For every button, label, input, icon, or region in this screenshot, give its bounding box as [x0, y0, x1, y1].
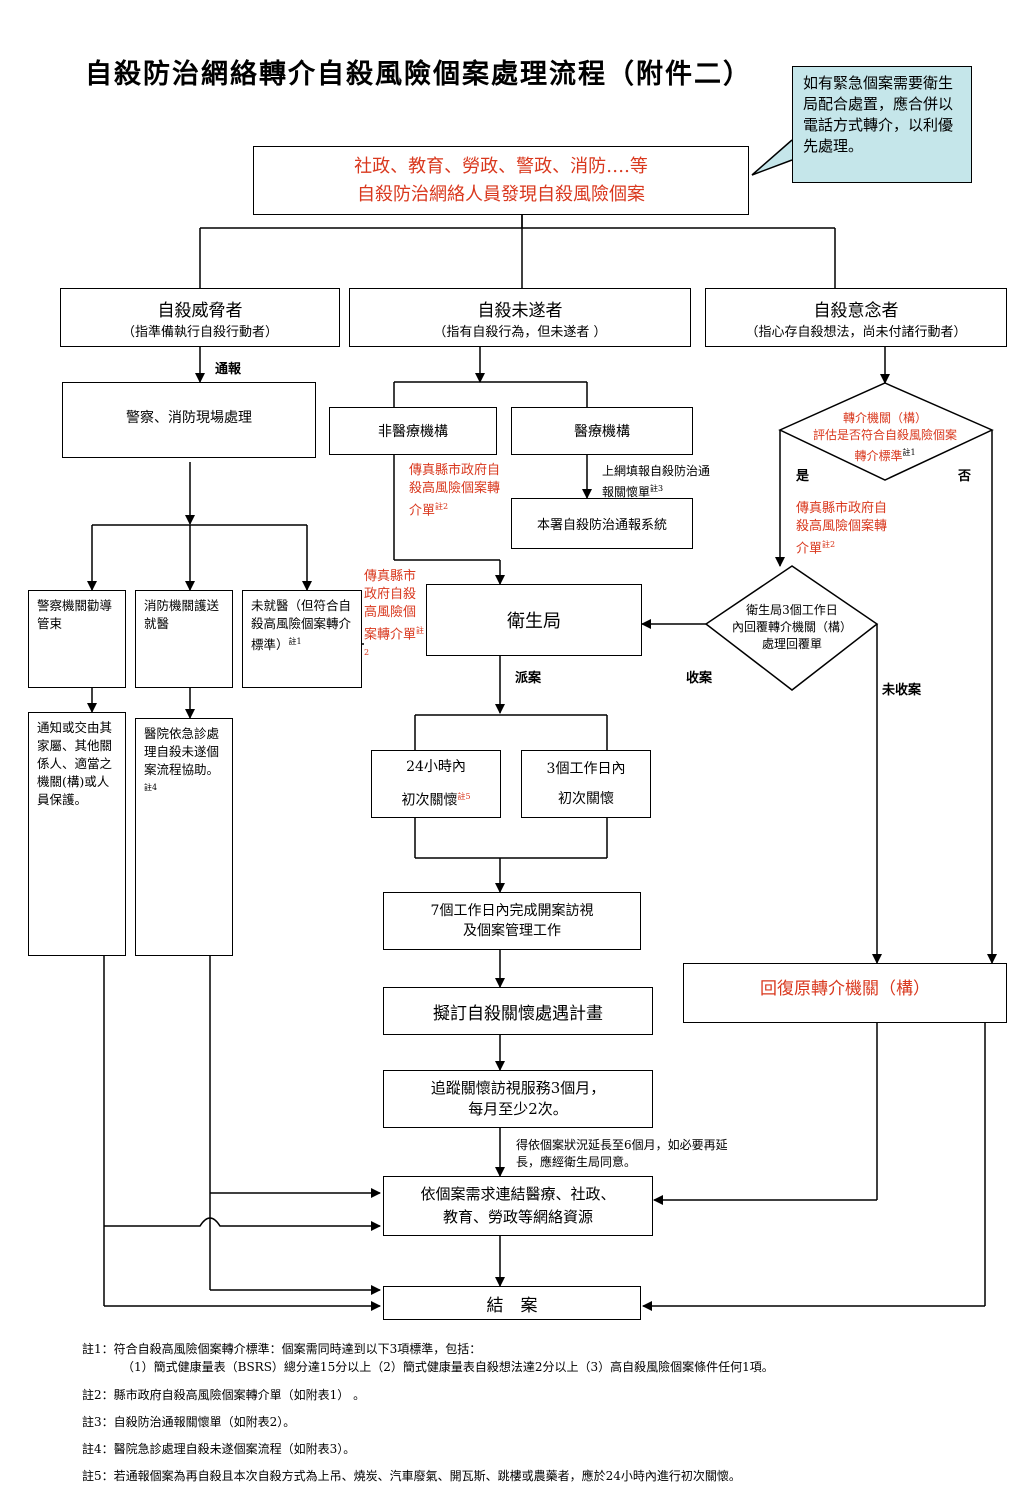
fax-right-text: 傳真縣市政府自殺高風險個案轉介單 — [796, 501, 888, 557]
medical-text: 醫療機構 — [574, 424, 630, 440]
diamond-eval-line-3: 轉介標準 — [854, 449, 903, 463]
label-report: 通報 — [215, 362, 242, 377]
police-fire-box: 警察、消防現場處理 — [62, 382, 316, 458]
system-box: 本署自殺防治通報系統 — [511, 498, 693, 549]
non-medical-box: 非醫療機構 — [329, 407, 497, 455]
diamond-eval-mark: 註1 — [902, 448, 916, 457]
callout-text: 如有緊急個案需要衛生局配合處置，應合併以電話方式轉介，以利優先處理。 — [803, 74, 954, 155]
diamond-eval-text: 轉介機關（構） 評估是否符合自殺風險個案 轉介標準註1 — [790, 410, 980, 465]
hospital-text: 醫院依急診處理自殺未遂個案流程協助。 — [144, 726, 220, 777]
category-ideation: 自殺意念者 （指心存自殺想法，尚未付諸行動者） — [705, 288, 1007, 347]
resources-line-2: 教育、勞政等網絡資源 — [442, 1208, 593, 1226]
footnote-1-detail: （1）簡式健康量表（BSRS）總分達15分以上（2）簡式健康量表自殺想法達2分以… — [122, 1360, 774, 1374]
label-no: 否 — [958, 469, 972, 484]
online-report-note: 上網填報自殺防治通報關懷單註3 — [602, 462, 712, 501]
care-24h-line-2: 初次關懷 — [401, 792, 458, 809]
fax-left-note: 傳真縣市政府自殺高風險個案轉介單註2 — [409, 462, 507, 520]
care-24h-mark: 註5 — [457, 792, 471, 802]
online-report-mark: 註3 — [650, 484, 664, 493]
category-attempt: 自殺未遂者 （指有自殺行為，但未遂者 ） — [349, 288, 691, 347]
reply-origin-box: 回復原轉介機關（構） — [683, 963, 1007, 1023]
care-3day-line-2: 初次關懷 — [558, 791, 614, 807]
tracking-line-1: 追蹤關懷訪視服務3個月， — [430, 1079, 606, 1097]
extend-note-text: 得依個案狀況延長至6個月，如必要再延長，應經衛生局同意。 — [516, 1138, 728, 1169]
police-guide-text: 警察機關勸導管束 — [37, 598, 113, 631]
not-treated-mark: 註1 — [288, 637, 302, 646]
category-ideation-title: 自殺意念者 — [813, 300, 899, 321]
diamond-reply-line-2: 內回覆轉介機關（構） — [731, 620, 852, 634]
visit-7day-box: 7個工作日內完成開案訪視及個案管理工作 — [383, 892, 641, 950]
fax-mid-mark: 註2 — [364, 626, 425, 658]
diamond-eval-line-2: 評估是否符合自殺風險個案 — [812, 428, 957, 442]
resources-line-1: 依個案需求連結醫療、社政、 — [420, 1185, 616, 1203]
care-24h-box: 24小時內 初次關懷註5 — [371, 750, 501, 818]
medical-box: 醫療機構 — [511, 407, 693, 455]
category-ideation-sub: （指心存自殺想法，尚未付諸行動者） — [745, 324, 967, 340]
label-yes: 是 — [796, 469, 810, 484]
not-treated-text: 未就醫（但符合自殺高風險個案轉介標準） — [251, 598, 352, 653]
care-24h-line-1: 24小時內 — [406, 759, 466, 776]
tracking-line-2: 每月至少2次。 — [468, 1100, 568, 1118]
label-accept: 收案 — [686, 671, 713, 686]
system-text: 本署自殺防治通報系統 — [536, 518, 667, 533]
footnote-4: 註4：醫院急診處理自殺未遂個案流程（如附表3）。 — [82, 1442, 356, 1456]
visit-7day-text: 7個工作日內完成開案訪視及個案管理工作 — [430, 903, 594, 939]
fax-mid-note: 傳真縣市政府自殺高風險個案轉介單註2 — [364, 568, 426, 667]
resources-box: 依個案需求連結醫療、社政、 教育、勞政等網絡資源 — [383, 1176, 653, 1236]
extend-note: 得依個案狀況延長至6個月，如必要再延長，應經衛生局同意。 — [516, 1137, 746, 1171]
online-report-text: 上網填報自殺防治通報關懷單 — [602, 464, 711, 499]
fire-escort-text: 消防機關護送就醫 — [144, 598, 220, 631]
top-line-2: 自殺防治網絡人員發現自殺風險個案 — [357, 183, 645, 205]
category-attempt-title: 自殺未遂者 — [477, 300, 563, 321]
category-threat: 自殺威脅者 （指準備執行自殺行動者） — [60, 288, 340, 347]
fax-right-note: 傳真縣市政府自殺高風險個案轉介單註2 — [796, 500, 888, 558]
not-treated-box: 未就醫（但符合自殺高風險個案轉介標準）註1 — [242, 590, 362, 688]
diamond-reply-line-1: 衛生局3個工作日 — [746, 603, 838, 617]
page-title: 自殺防治網絡轉介自殺風險個案處理流程（附件二） — [85, 59, 752, 90]
fire-escort-box: 消防機關護送就醫 — [135, 590, 233, 688]
diamond-eval-line-1: 轉介機關（構） — [842, 411, 927, 425]
hospital-box: 醫院依急診處理自殺未遂個案流程協助。註4 — [135, 718, 233, 956]
diamond-reply-line-3: 處理回覆單 — [761, 637, 822, 651]
fax-left-mark: 註2 — [435, 502, 449, 511]
care-3day-line-1: 3個工作日內 — [546, 761, 626, 777]
care-plan-text: 擬訂自殺關懷處遇計畫 — [433, 1003, 603, 1024]
police-guide-box: 警察機關勸導管束 — [28, 590, 126, 688]
tracking-box: 追蹤關懷訪視服務3個月， 每月至少2次。 — [383, 1070, 653, 1128]
top-line-1: 社政、教育、勞政、警政、消防….等 — [354, 155, 648, 177]
notify-family-box: 通知或交由其家屬、其他關係人、適當之機關(構)或人員保護。 — [28, 712, 126, 956]
non-medical-text: 非醫療機構 — [378, 424, 448, 440]
close-case-box: 結 案 — [383, 1286, 641, 1320]
health-bureau-box: 衛生局 — [426, 584, 642, 656]
top-discovery-box: 社政、教育、勞政、警政、消防….等 自殺防治網絡人員發現自殺風險個案 — [253, 146, 749, 215]
category-threat-title: 自殺威脅者 — [157, 300, 243, 321]
fax-right-mark: 註2 — [822, 540, 836, 549]
fax-left-text: 傳真縣市政府自殺高風險個案轉介單 — [409, 463, 501, 519]
label-dispatch: 派案 — [515, 671, 542, 686]
care-plan-box: 擬訂自殺關懷處遇計畫 — [383, 987, 653, 1035]
fax-mid-text: 傳真縣市政府自殺高風險個案轉介單 — [364, 569, 417, 643]
hospital-mark: 註4 — [144, 783, 158, 792]
care-3day-box: 3個工作日內 初次關懷 — [521, 750, 651, 818]
callout-note: 如有緊急個案需要衛生局配合處置，應合併以電話方式轉介，以利優先處理。 — [792, 66, 972, 183]
police-fire-text: 警察、消防現場處理 — [126, 410, 252, 426]
notify-family-text: 通知或交由其家屬、其他關係人、適當之機關(構)或人員保護。 — [37, 720, 113, 807]
footnote-2: 註2：縣市政府自殺高風險個案轉介單（如附表1） 。 — [82, 1388, 366, 1402]
footnote-3: 註3：自殺防治通報關懷單（如附表2）。 — [82, 1415, 296, 1429]
footnote-1: 註1：符合自殺高風險個案轉介標準：個案需同時達到以下3項標準，包括： — [82, 1342, 482, 1356]
category-threat-sub: （指準備執行自殺行動者） — [121, 324, 278, 340]
reply-origin-text: 回復原轉介機關（構） — [760, 979, 930, 999]
label-not-accept: 未收案 — [882, 683, 922, 698]
diamond-reply-text: 衛生局3個工作日 內回覆轉介機關（構） 處理回覆單 — [714, 602, 870, 653]
footnote-5: 註5：若通報個案為再自殺且本次自殺方式為上吊、燒炭、汽車廢氣、開瓦斯、跳樓或農藥… — [82, 1469, 741, 1483]
health-bureau-text: 衛生局 — [507, 611, 561, 632]
category-attempt-sub: （指有自殺行為，但未遂者 ） — [433, 324, 607, 340]
close-case-text: 結 案 — [486, 1295, 538, 1316]
